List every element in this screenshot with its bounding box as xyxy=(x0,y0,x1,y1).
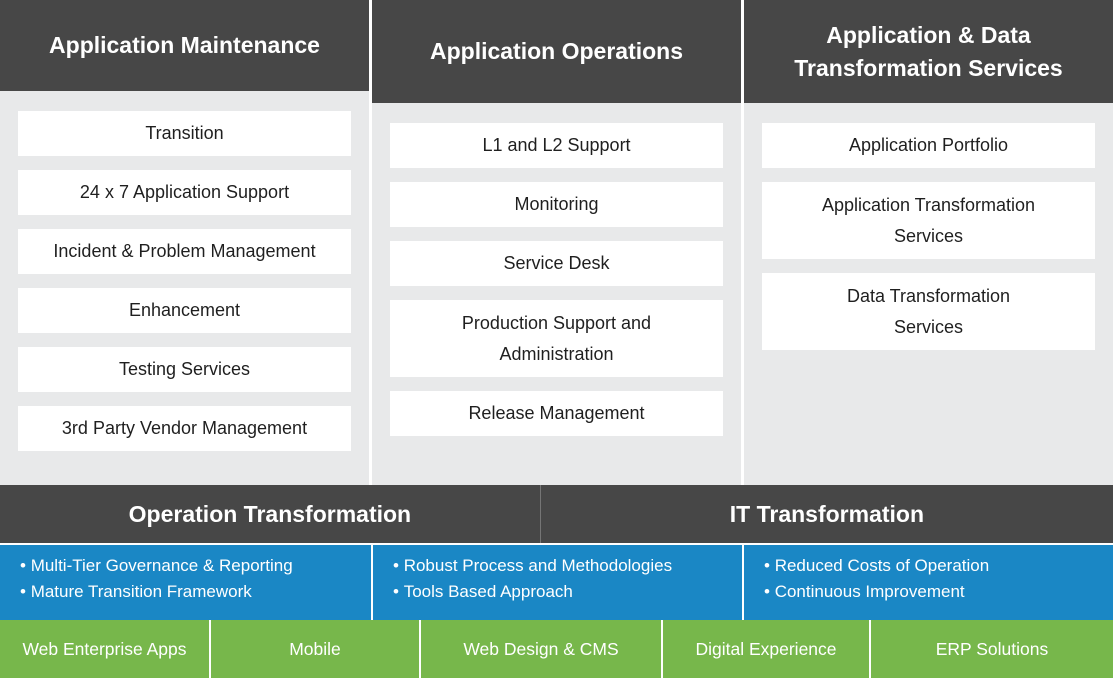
footer-cell-1: Mobile xyxy=(211,620,419,678)
service-box: Application Portfolio xyxy=(762,123,1095,168)
bullet-item: Continuous Improvement xyxy=(764,579,1103,605)
footer-cell-2: Web Design & CMS xyxy=(421,620,661,678)
footer-cell-4: ERP Solutions xyxy=(871,620,1113,678)
service-column-2: Application & Data Transformation Servic… xyxy=(744,0,1113,485)
benefits-bar: Multi-Tier Governance & ReportingMature … xyxy=(0,545,1113,620)
benefit-cell-0: Multi-Tier Governance & ReportingMature … xyxy=(0,545,371,620)
bullet-item: Multi-Tier Governance & Reporting xyxy=(20,553,361,579)
service-box: 3rd Party Vendor Management xyxy=(18,406,351,451)
column-header: Application & Data Transformation Servic… xyxy=(744,0,1113,103)
service-box: Transition xyxy=(18,111,351,156)
benefit-cell-1: Robust Process and MethodologiesTools Ba… xyxy=(373,545,742,620)
service-box: Service Desk xyxy=(390,241,723,286)
it-transformation-label: IT Transformation xyxy=(539,485,1113,543)
service-box: L1 and L2 Support xyxy=(390,123,723,168)
bullet-item: Robust Process and Methodologies xyxy=(393,553,732,579)
footer-cell-0: Web Enterprise Apps xyxy=(0,620,209,678)
transformation-bar: Operation Transformation IT Transformati… xyxy=(0,485,1113,545)
benefit-cell-2: Reduced Costs of OperationContinuous Imp… xyxy=(744,545,1113,620)
service-box: Production Support and Administration xyxy=(390,300,723,377)
service-box: Application Transformation Services xyxy=(762,182,1095,259)
footer-cell-3: Digital Experience xyxy=(663,620,869,678)
service-box: Enhancement xyxy=(18,288,351,333)
bullet-item: Mature Transition Framework xyxy=(20,579,361,605)
bullet-item: Tools Based Approach xyxy=(393,579,732,605)
operation-transformation-label: Operation Transformation xyxy=(128,500,412,527)
service-box: Testing Services xyxy=(18,347,351,392)
service-box: Data Transformation Services xyxy=(762,273,1095,350)
service-box: 24 x 7 Application Support xyxy=(18,170,351,215)
service-box: Release Management xyxy=(390,391,723,436)
service-box: Incident & Problem Management xyxy=(18,229,351,274)
bullet-item: Reduced Costs of Operation xyxy=(764,553,1103,579)
column-header: Application Operations xyxy=(372,0,741,103)
service-box: Monitoring xyxy=(390,182,723,227)
column-header: Application Maintenance xyxy=(0,0,369,91)
